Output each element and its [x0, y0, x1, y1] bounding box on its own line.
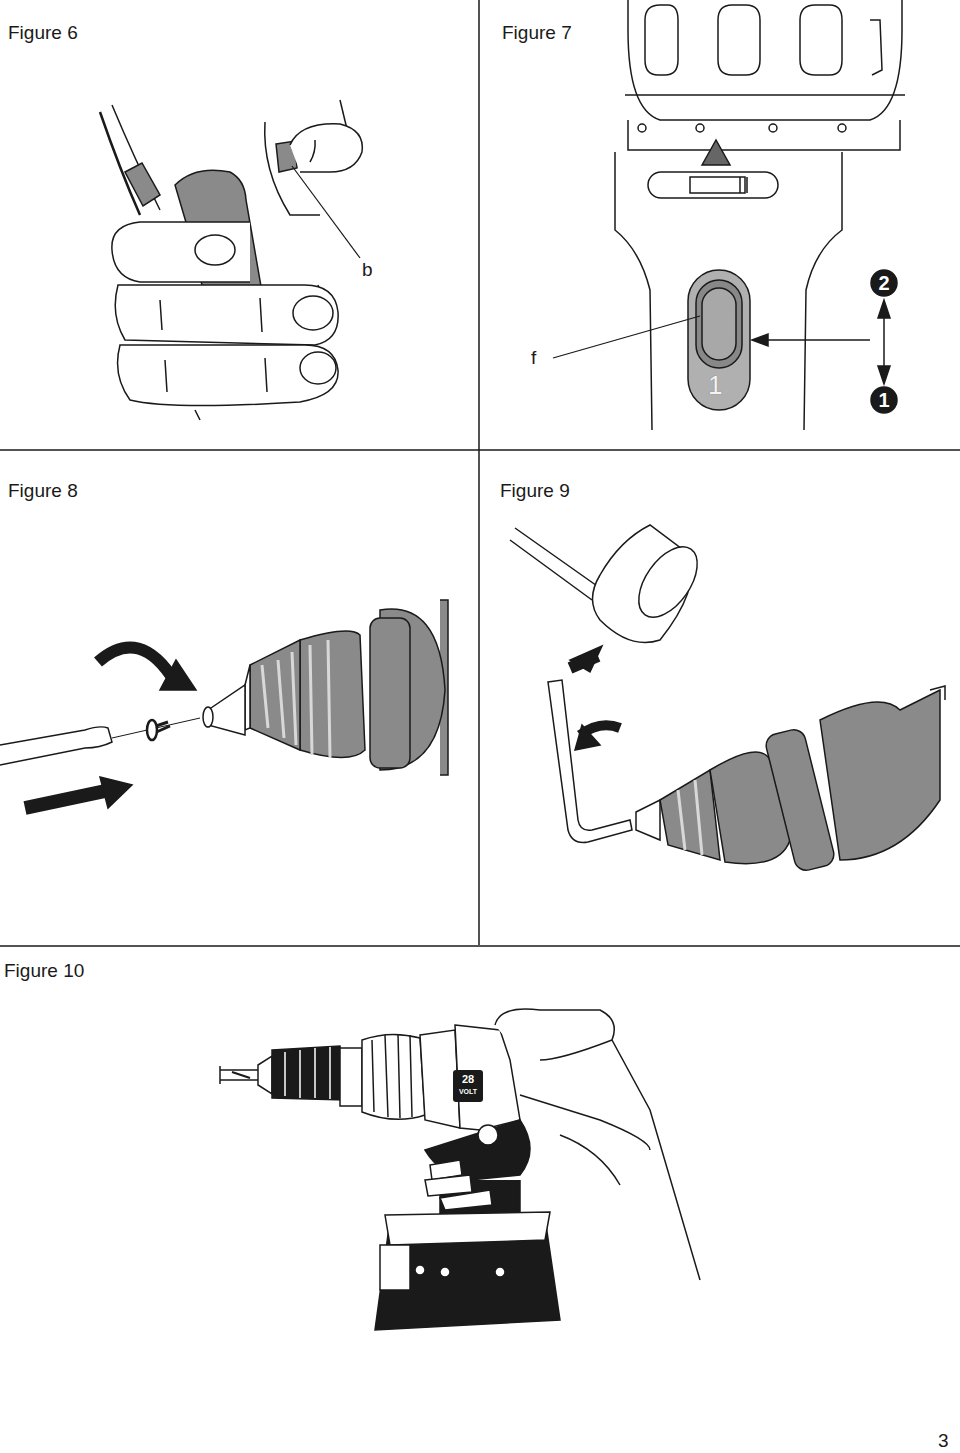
part-letter: f — [531, 348, 536, 367]
figure-title: Figure 6 — [8, 23, 78, 42]
switch-marking: 1 — [708, 372, 722, 398]
figure-title: Figure 10 — [4, 961, 84, 980]
figure-title: Figure 8 — [8, 481, 78, 500]
callout-number: 1 — [871, 390, 897, 410]
badge-text: VOLT — [454, 1088, 482, 1095]
figure-title: Figure 9 — [500, 481, 570, 500]
figure-title: Figure 7 — [502, 23, 572, 42]
page-number: 3 — [938, 1431, 949, 1450]
part-letter: b — [362, 260, 373, 279]
badge-text: 28 — [454, 1074, 482, 1085]
callout-number: 2 — [871, 273, 897, 293]
